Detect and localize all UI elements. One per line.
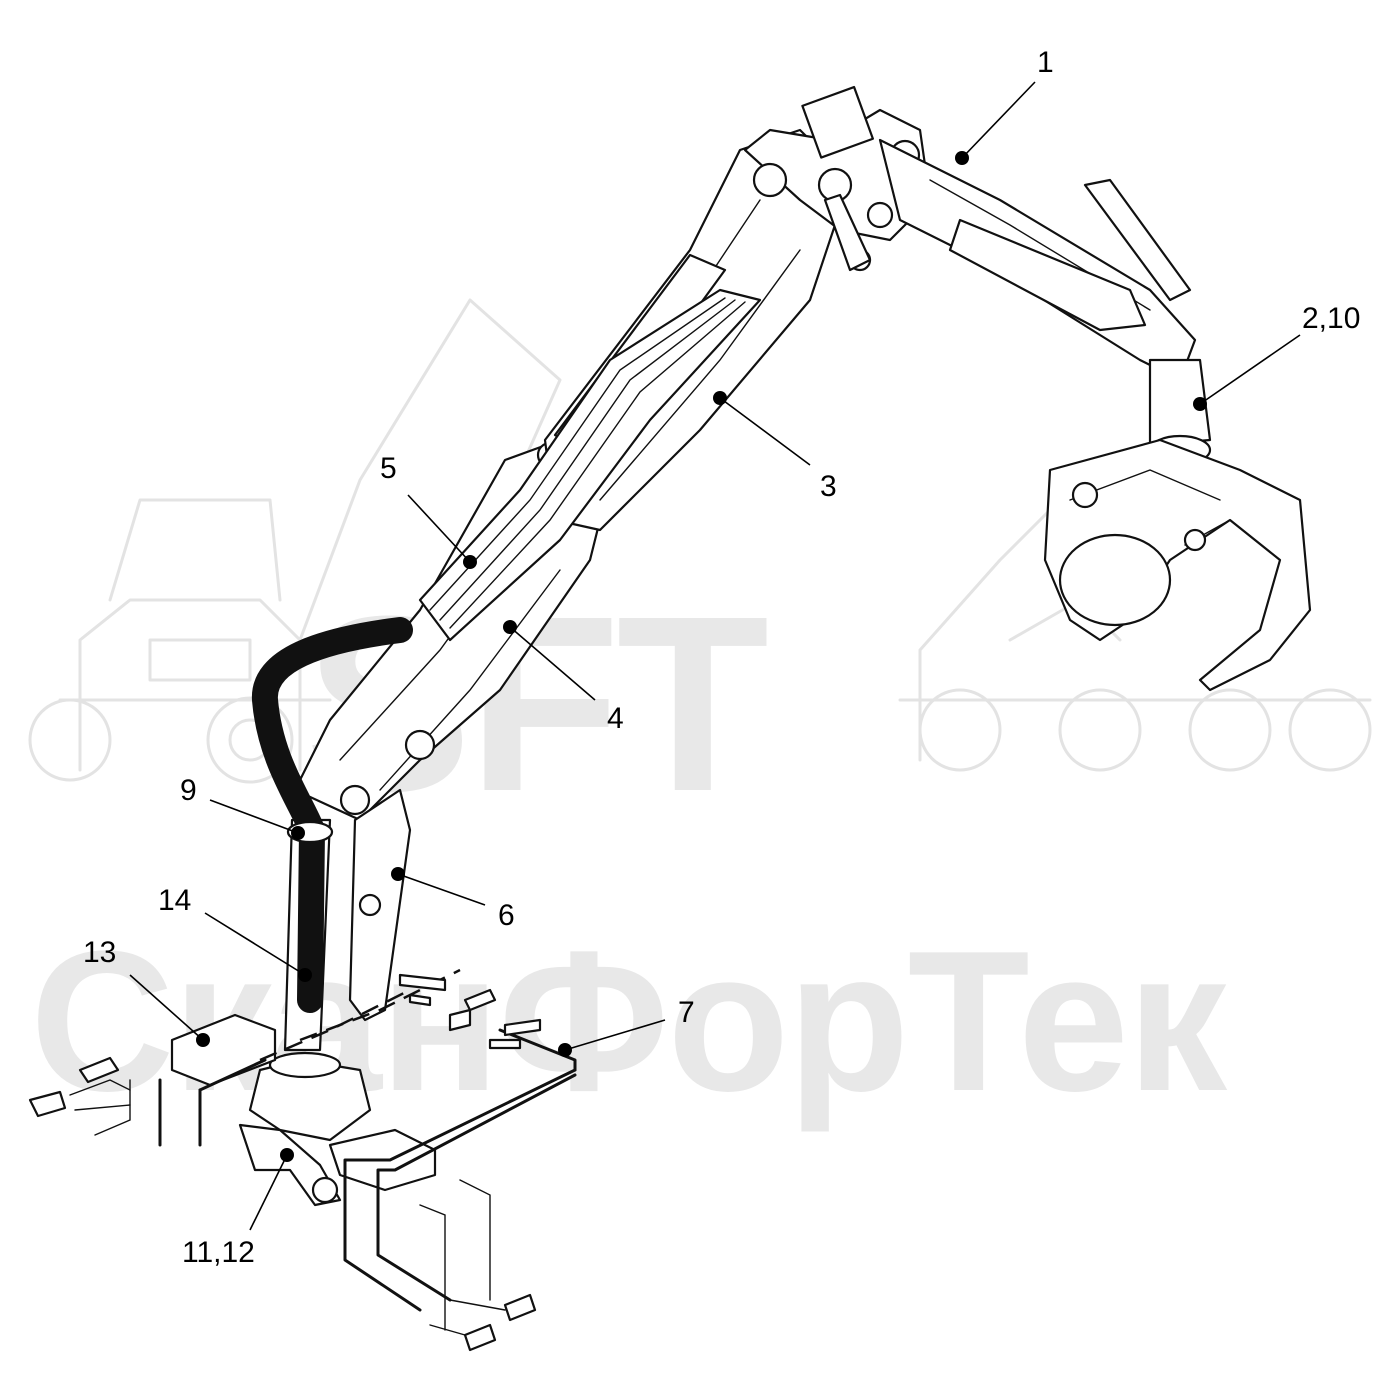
left-hose-fittings xyxy=(28,1056,131,1118)
bottom-hose-fittings xyxy=(429,1293,537,1352)
callout-label-3: 3 xyxy=(820,470,837,503)
callout-label-14: 14 xyxy=(158,884,191,917)
callout-7: 7 xyxy=(558,996,695,1057)
callout-label-1: 1 xyxy=(1037,46,1054,79)
callout-label-6: 6 xyxy=(498,899,515,932)
crane-assembly xyxy=(28,85,1312,1352)
callout-label-5: 5 xyxy=(380,452,397,485)
callout-5: 5 xyxy=(380,452,477,569)
callout-label-9: 9 xyxy=(180,774,197,807)
callout-label-13: 13 xyxy=(83,936,116,969)
callout-label-7: 7 xyxy=(678,996,695,1029)
callout-label-11-12: 11,12 xyxy=(182,1236,255,1269)
callout-4: 4 xyxy=(503,620,624,735)
callout-6: 6 xyxy=(391,867,515,932)
callout-14: 14 xyxy=(158,884,312,982)
rotator xyxy=(1148,358,1212,447)
callout-2-10: 2,10 xyxy=(1193,302,1360,411)
hose-bundle-boom xyxy=(418,288,762,642)
hose-fittings xyxy=(398,973,542,1050)
callout-11-12: 11,12 xyxy=(182,1148,294,1269)
callout-label-2-10: 2,10 xyxy=(1302,302,1360,335)
grapple xyxy=(1043,438,1312,692)
thin-lines xyxy=(94,1079,491,1331)
hydraulic-lines xyxy=(158,1028,577,1312)
hose-loop xyxy=(251,617,413,1013)
callout-1: 1 xyxy=(955,46,1054,165)
extension-cylinder xyxy=(948,218,1147,332)
watermark-brand: СканФорТек xyxy=(30,910,1228,1133)
callout-13: 13 xyxy=(83,936,210,1047)
callouts: 1 2,10 3 4 5 6 7 xyxy=(83,46,1360,1269)
callout-label-4: 4 xyxy=(607,702,624,735)
callout-9: 9 xyxy=(180,774,305,840)
callout-3: 3 xyxy=(713,391,837,503)
